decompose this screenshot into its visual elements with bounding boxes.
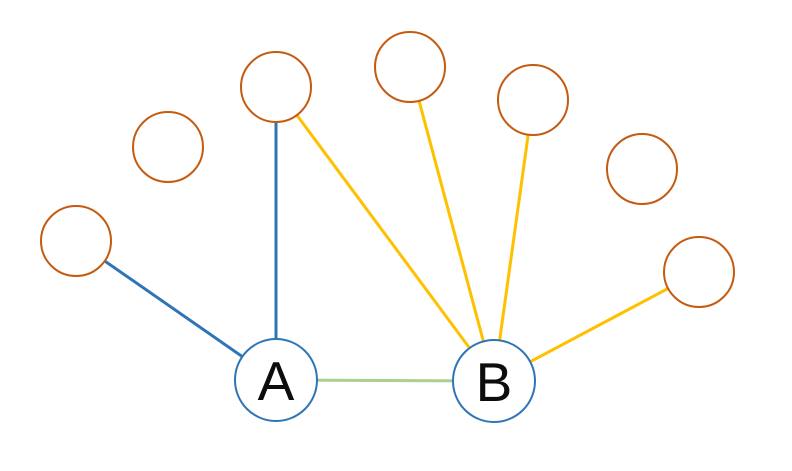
edge-b-s3[interactable] (274, 86, 496, 382)
satellite-node-s2[interactable] (132, 111, 204, 183)
hub-node-a[interactable]: A (234, 338, 318, 422)
satellite-node-s4[interactable] (374, 31, 446, 103)
satellite-node-s6[interactable] (606, 133, 678, 205)
satellite-node-s5[interactable] (497, 64, 569, 136)
satellite-node-s7[interactable] (663, 236, 735, 308)
hub-node-b[interactable]: B (452, 339, 536, 423)
hub-circle-a (234, 338, 318, 422)
satellite-node-s3[interactable] (240, 51, 312, 123)
hub-circle-b (452, 339, 536, 423)
satellite-node-s1[interactable] (40, 205, 112, 277)
edge-b-s4[interactable] (408, 66, 496, 382)
edge-b-s5[interactable] (492, 99, 535, 382)
